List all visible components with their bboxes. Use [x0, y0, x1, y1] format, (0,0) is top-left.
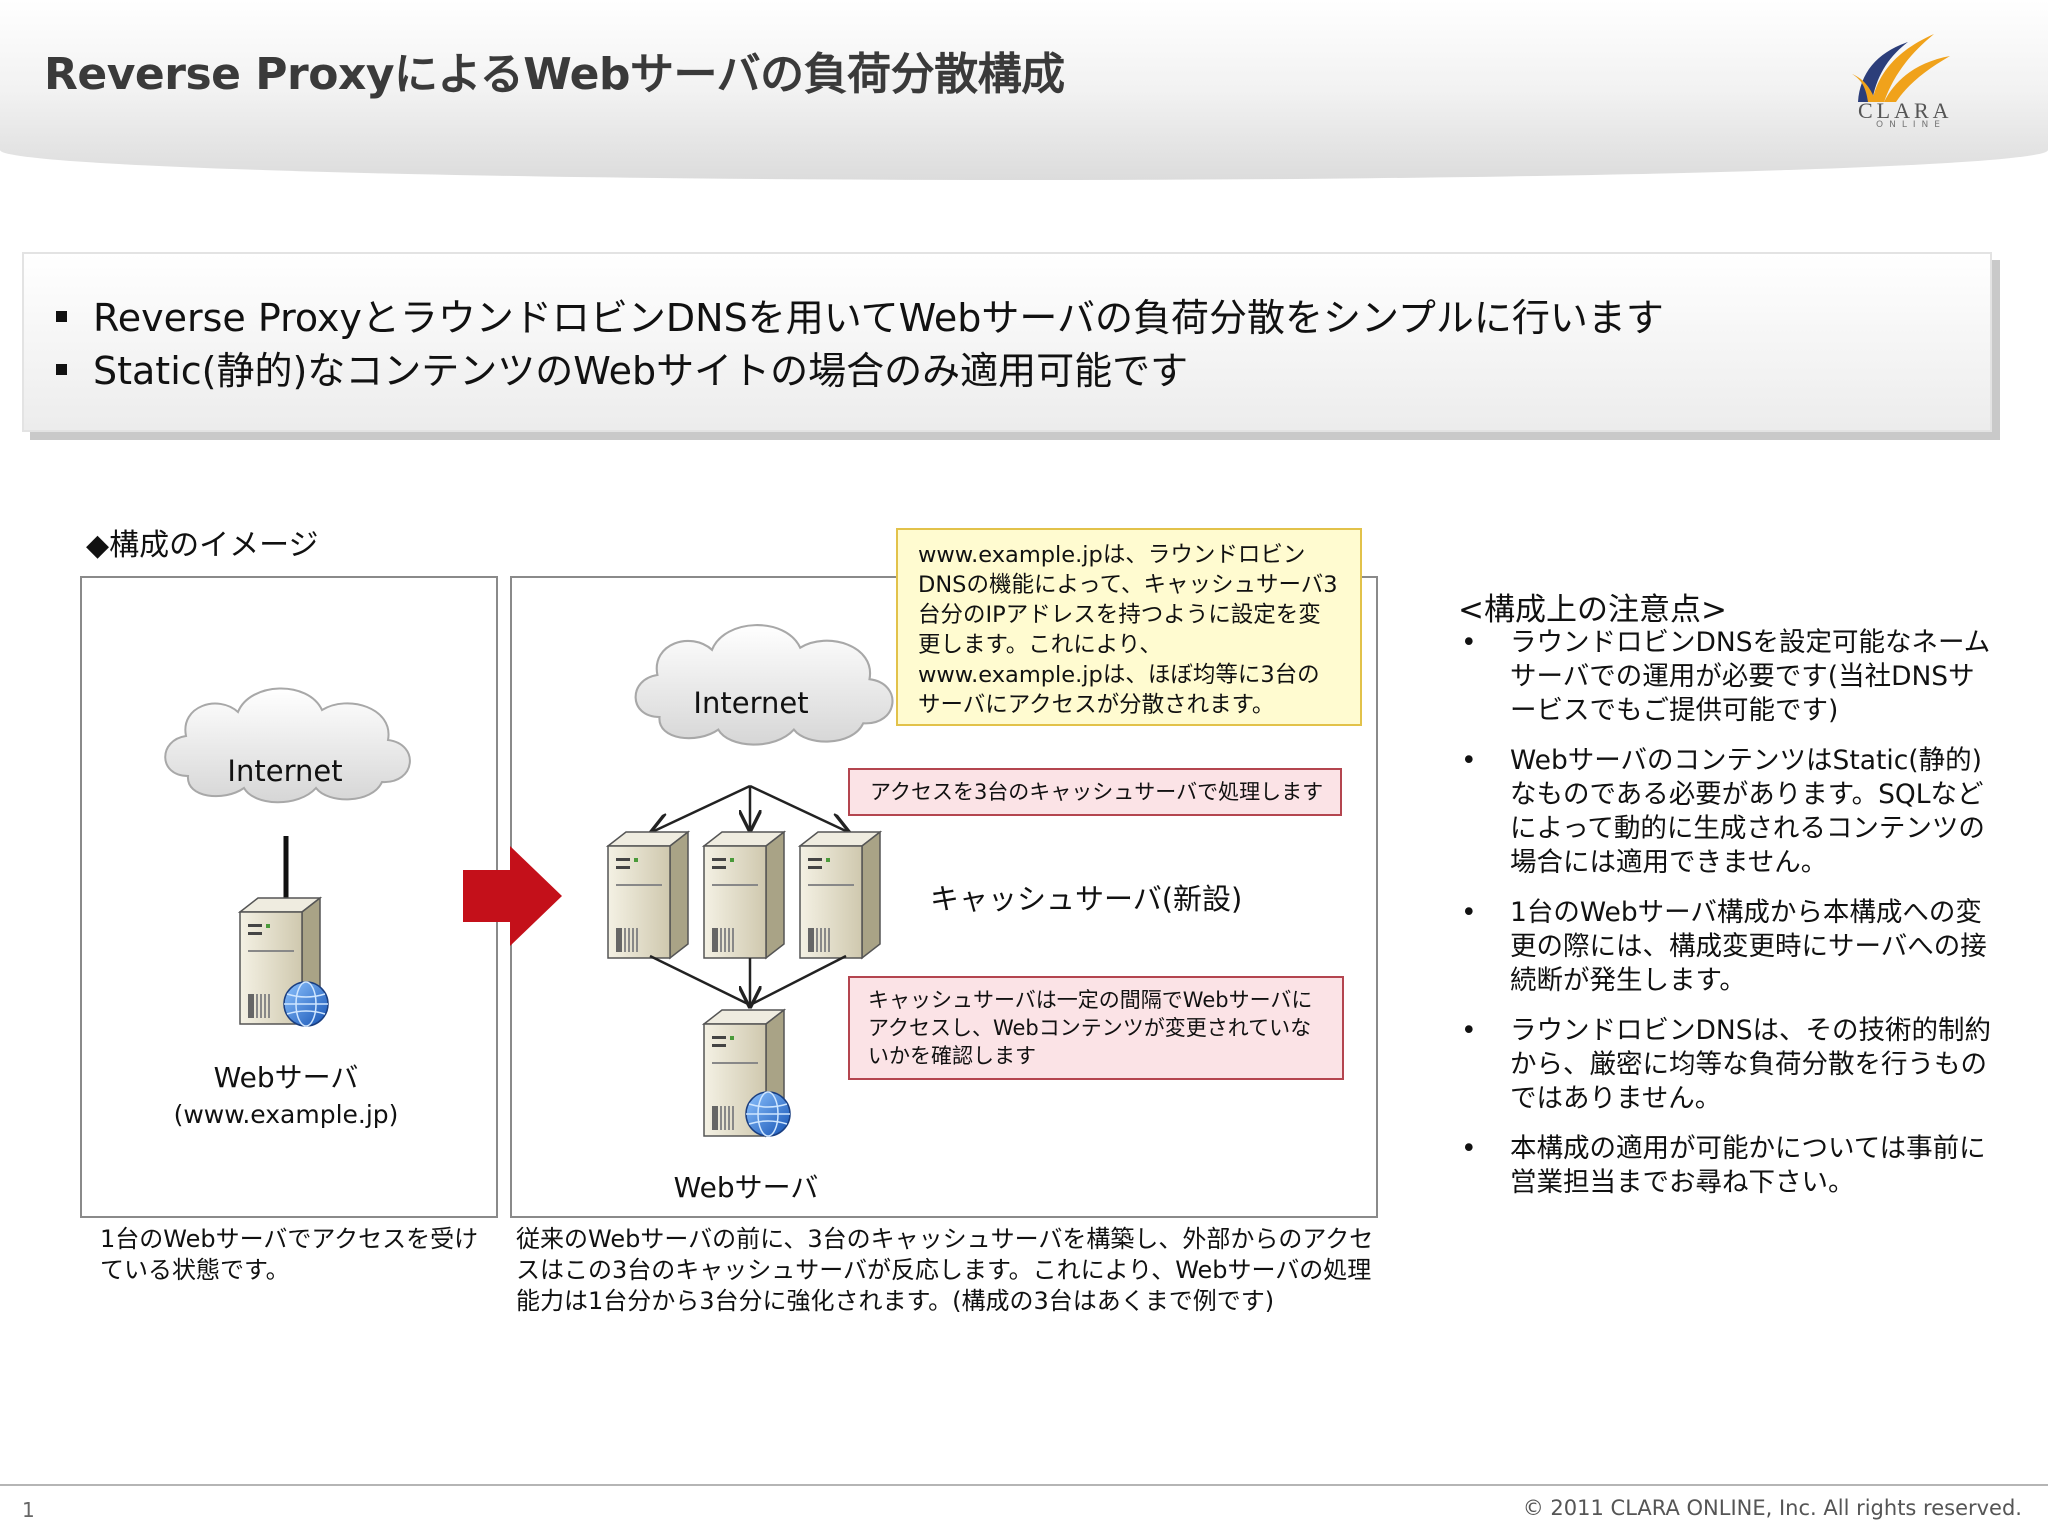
- copyright-text: © 2011 CLARA ONLINE, Inc. All rights res…: [1522, 1496, 2022, 1520]
- bullet-square-icon: [56, 311, 67, 322]
- bullet-dot-icon: •: [1461, 745, 1477, 776]
- note-item: • ラウンドロビンDNSを設定可能なネームサーバでの運用が必要です(当社DNSサー…: [1458, 626, 1998, 728]
- note-text: 本構成の適用が可能かについては事前に営業担当までお尋ね下さい。: [1510, 1133, 1986, 1198]
- note-text: WebサーバのコンテンツはStatic(静的)なものである必要があります。SQL…: [1510, 745, 1985, 878]
- note-text: ラウンドロビンDNSは、その技術的制約から、厳密に均等な負荷分散を行うものではあ…: [1510, 1015, 1992, 1114]
- globe-icon: [283, 981, 329, 1027]
- summary-item-text: Static(静的)なコンテンツのWebサイトの場合のみ適用可能です: [93, 349, 1189, 393]
- section-title: ◆構成のイメージ: [86, 528, 319, 563]
- summary-list: Reverse ProxyとラウンドロビンDNSを用いてWebサーバの負荷分散を…: [56, 292, 1664, 398]
- arrow-line: [652, 784, 751, 832]
- cache-server-icon: [607, 831, 689, 959]
- arrow-line: [751, 954, 847, 1006]
- summary-item-text: Reverse ProxyとラウンドロビンDNSを用いてWebサーバの負荷分散を…: [93, 296, 1664, 340]
- notes-title: <構成上の注意点>: [1458, 592, 1727, 628]
- clara-logo-icon: [1852, 34, 1950, 102]
- bullet-dot-icon: •: [1461, 897, 1477, 928]
- note-item: • 1台のWebサーバ構成から本構成への変更の際には、構成変更時にサーバへの接続断…: [1458, 896, 1998, 998]
- internet-label: Internet: [227, 754, 343, 788]
- note-text: 1台のWebサーバ構成から本構成への変更の際には、構成変更時にサーバへの接続断が…: [1510, 897, 1987, 996]
- note-item: • WebサーバのコンテンツはStatic(静的)なものである必要があります。SQ…: [1458, 744, 1998, 880]
- bullet-square-icon: [56, 364, 67, 375]
- internet-label: Internet: [693, 686, 809, 720]
- access-callout: アクセスを3台のキャッシュサーバで処理します: [848, 768, 1342, 816]
- web-server-label: Webサーバ: [213, 1061, 359, 1094]
- arrow-line: [749, 784, 848, 832]
- summary-item: Static(静的)なコンテンツのWebサイトの場合のみ適用可能です: [56, 345, 1664, 398]
- globe-icon: [745, 1091, 791, 1137]
- after-caption: 従来のWebサーバの前に、3台のキャッシュサーバを構築し、外部からのアクセスはこ…: [516, 1225, 1374, 1315]
- page-number: 1: [22, 1498, 35, 1522]
- footer-divider: [0, 1484, 2048, 1486]
- logo-subtext: ONLINE: [1876, 120, 1946, 130]
- transition-arrow-icon: [463, 846, 562, 946]
- dns-callout: www.example.jpは、ラウンドロビンDNSの機能によって、キャッシュサ…: [896, 528, 1362, 726]
- internet-cloud-icon: [634, 624, 894, 746]
- arrow-line: [649, 954, 749, 1006]
- web-server-url: (www.example.jp): [173, 1100, 399, 1129]
- cache-check-callout: キャッシュサーバは一定の間隔でWebサーバにアクセスし、Webコンテンツが変更さ…: [848, 976, 1344, 1080]
- before-caption: 1台のWebサーバでアクセスを受けている状態です。: [100, 1225, 479, 1284]
- before-frame: [80, 576, 498, 1218]
- slide-title: Reverse ProxyによるWebサーバの負荷分散構成: [44, 49, 1065, 100]
- cache-server-label: キャッシュサーバ(新設): [930, 882, 1243, 916]
- note-item: • 本構成の適用が可能かについては事前に営業担当までお尋ね下さい。: [1458, 1132, 1998, 1200]
- bullet-dot-icon: •: [1461, 1133, 1477, 1164]
- web-server-label: Webサーバ: [673, 1171, 819, 1204]
- slide-header: [0, 0, 2048, 180]
- logo-text: CLARA: [1858, 98, 1953, 123]
- note-text: ラウンドロビンDNSを設定可能なネームサーバでの運用が必要です(当社DNSサービ…: [1510, 627, 1991, 726]
- summary-box: Reverse ProxyとラウンドロビンDNSを用いてWebサーバの負荷分散を…: [22, 252, 1992, 432]
- bullet-dot-icon: •: [1461, 627, 1477, 658]
- cache-server-icon: [799, 831, 881, 959]
- notes-list: • ラウンドロビンDNSを設定可能なネームサーバでの運用が必要です(当社DNSサー…: [1458, 626, 1998, 1216]
- cache-server-icon: [703, 831, 785, 959]
- summary-item: Reverse ProxyとラウンドロビンDNSを用いてWebサーバの負荷分散を…: [56, 292, 1664, 345]
- bullet-dot-icon: •: [1461, 1015, 1477, 1046]
- note-item: • ラウンドロビンDNSは、その技術的制約から、厳密に均等な負荷分散を行うものでは…: [1458, 1014, 1998, 1116]
